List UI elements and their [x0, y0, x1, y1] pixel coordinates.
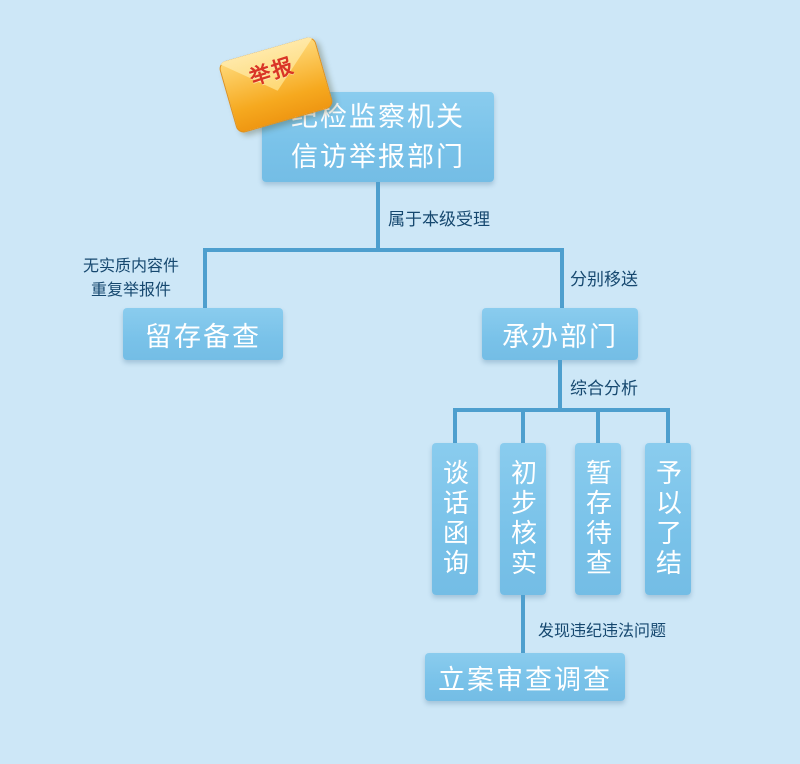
connector-handle-down: [558, 360, 562, 410]
node-keep-for-reference: 留存备查: [123, 308, 283, 360]
connector-right-branch-down: [560, 248, 564, 310]
node-hold-pending-investigation: 暂存待查: [575, 443, 621, 595]
connector-verification-down: [521, 595, 525, 655]
node-preliminary-verification: 初步核实: [500, 443, 546, 595]
node-file-case-review-investigation: 立案审查调查: [425, 653, 625, 701]
edge-label-accepted-at-this-level: 属于本级受理: [388, 210, 490, 229]
connector-left-branch-down: [203, 248, 207, 310]
node-conclude-case: 予以了结: [645, 443, 691, 595]
edge-label-comprehensive-analysis: 综合分析: [570, 379, 638, 398]
edge-label-found-violations: 发现违纪违法问题: [538, 623, 667, 640]
edge-label-transfer-separately: 分别移送: [570, 270, 638, 289]
node-handling-department: 承办部门: [482, 308, 638, 360]
connector-drop-2: [521, 408, 525, 443]
connector-top-horizontal: [203, 248, 564, 252]
node-talk-inquiry: 谈话函询: [432, 443, 478, 595]
node-discipline-inspection-petition-dept: 纪检监察机关 信访举报部门: [262, 92, 494, 182]
connector-root-down: [376, 182, 380, 250]
edge-label-no-substance: 无实质内容件 重复举报件: [82, 258, 179, 299]
connector-drop-1: [453, 408, 457, 443]
connector-mid-horizontal: [453, 408, 670, 412]
connector-drop-4: [666, 408, 670, 443]
connector-drop-3: [596, 408, 600, 443]
